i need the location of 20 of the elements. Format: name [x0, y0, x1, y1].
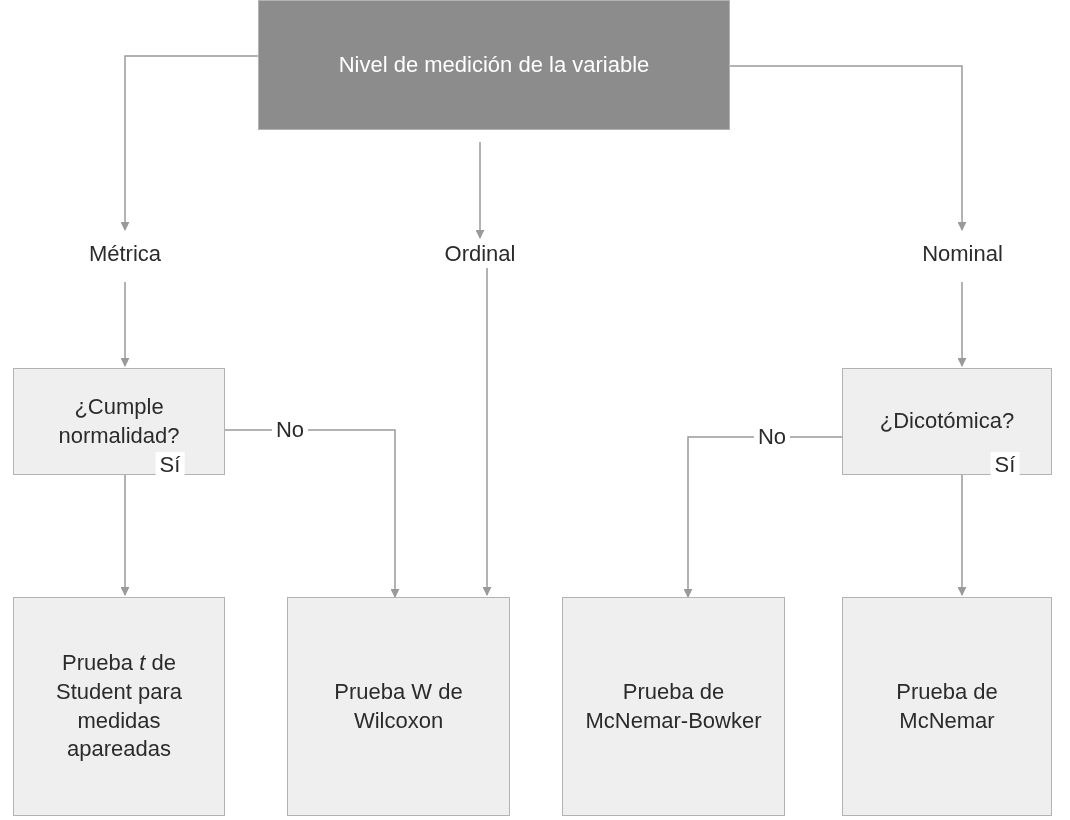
node-label: Ordinal — [430, 240, 530, 268]
arrow — [120, 281, 130, 367]
process-box: Prueba t de Student para medidas apareadas — [13, 597, 225, 816]
arrow — [957, 474, 967, 596]
arrow — [482, 267, 492, 596]
edge-label: Sí — [155, 452, 185, 478]
arrow — [120, 55, 259, 231]
arrow — [729, 65, 967, 231]
root-box: Nivel de medición de la variable — [258, 0, 730, 130]
arrow — [120, 474, 130, 596]
process-box: Prueba de McNemar — [842, 597, 1052, 816]
arrow — [683, 436, 843, 598]
process-box: Prueba W de Wilcoxon — [287, 597, 510, 816]
arrow — [224, 429, 400, 598]
arrow — [475, 141, 485, 239]
arrow — [957, 281, 967, 367]
node-label: Métrica — [75, 240, 175, 268]
process-box: Prueba de McNemar-Bowker — [562, 597, 785, 816]
node-label: Nominal — [905, 240, 1020, 268]
edge-label: Sí — [990, 452, 1020, 478]
